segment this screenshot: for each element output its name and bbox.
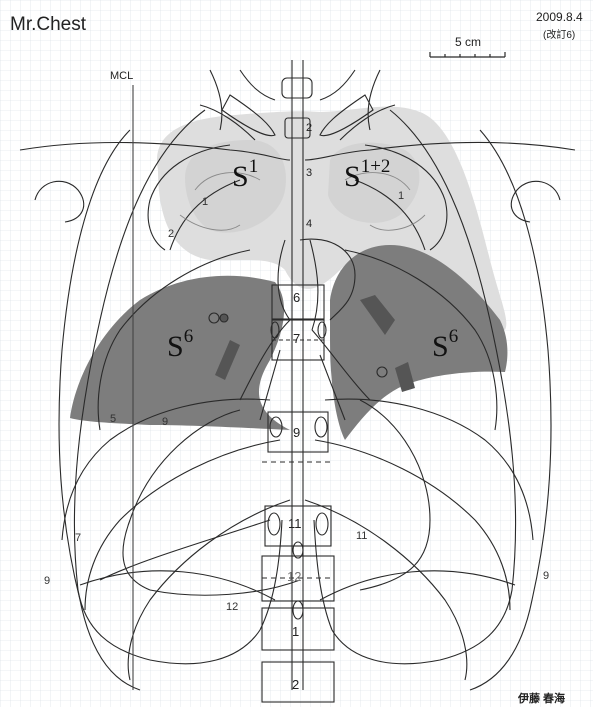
rib-label-r9a: 9 xyxy=(162,416,168,428)
rib-label-r12: 12 xyxy=(226,601,238,613)
segment-label-s6-left: S6 xyxy=(432,330,458,364)
vertebra-label-2: 2 xyxy=(306,122,312,134)
rib-label-l9: 9 xyxy=(543,570,549,582)
scale-label: 5 cm xyxy=(455,35,481,49)
rib-label-r9b: 9 xyxy=(44,575,50,587)
lumbar-label-2: 2 xyxy=(292,677,299,692)
lumbar-label-1: 1 xyxy=(292,624,299,639)
vertebra-label-12: 12 xyxy=(287,569,301,584)
diagram-date: 2009.8.4 xyxy=(536,10,583,24)
mcl-label: MCL xyxy=(110,70,133,82)
diagram-title: Mr.Chest xyxy=(10,14,86,36)
segment-label-s1-2: S1+2 xyxy=(344,160,390,194)
segment-label-s1: S1 xyxy=(232,160,258,194)
rib-label-l1: 1 xyxy=(398,190,404,202)
segment-label-s6-right: S6 xyxy=(167,330,193,364)
vertebra-label-7: 7 xyxy=(293,331,300,346)
revision-label: (改訂6) xyxy=(543,26,575,41)
rib-label-r2: 2 xyxy=(168,228,174,240)
rib-label-r1: 1 xyxy=(202,196,208,208)
rib-label-r7: 7 xyxy=(75,532,81,544)
vertebra-label-6: 6 xyxy=(293,290,300,305)
author-name: 伊藤 春海 xyxy=(518,690,565,706)
rib-label-l11: 11 xyxy=(356,530,367,542)
vertebra-label-9: 9 xyxy=(293,425,300,440)
rib-label-r5: 5 xyxy=(110,413,116,425)
vertebra-label-4: 4 xyxy=(306,218,312,230)
vertebra-label-11: 11 xyxy=(288,516,302,531)
vertebra-label-3: 3 xyxy=(306,167,312,179)
